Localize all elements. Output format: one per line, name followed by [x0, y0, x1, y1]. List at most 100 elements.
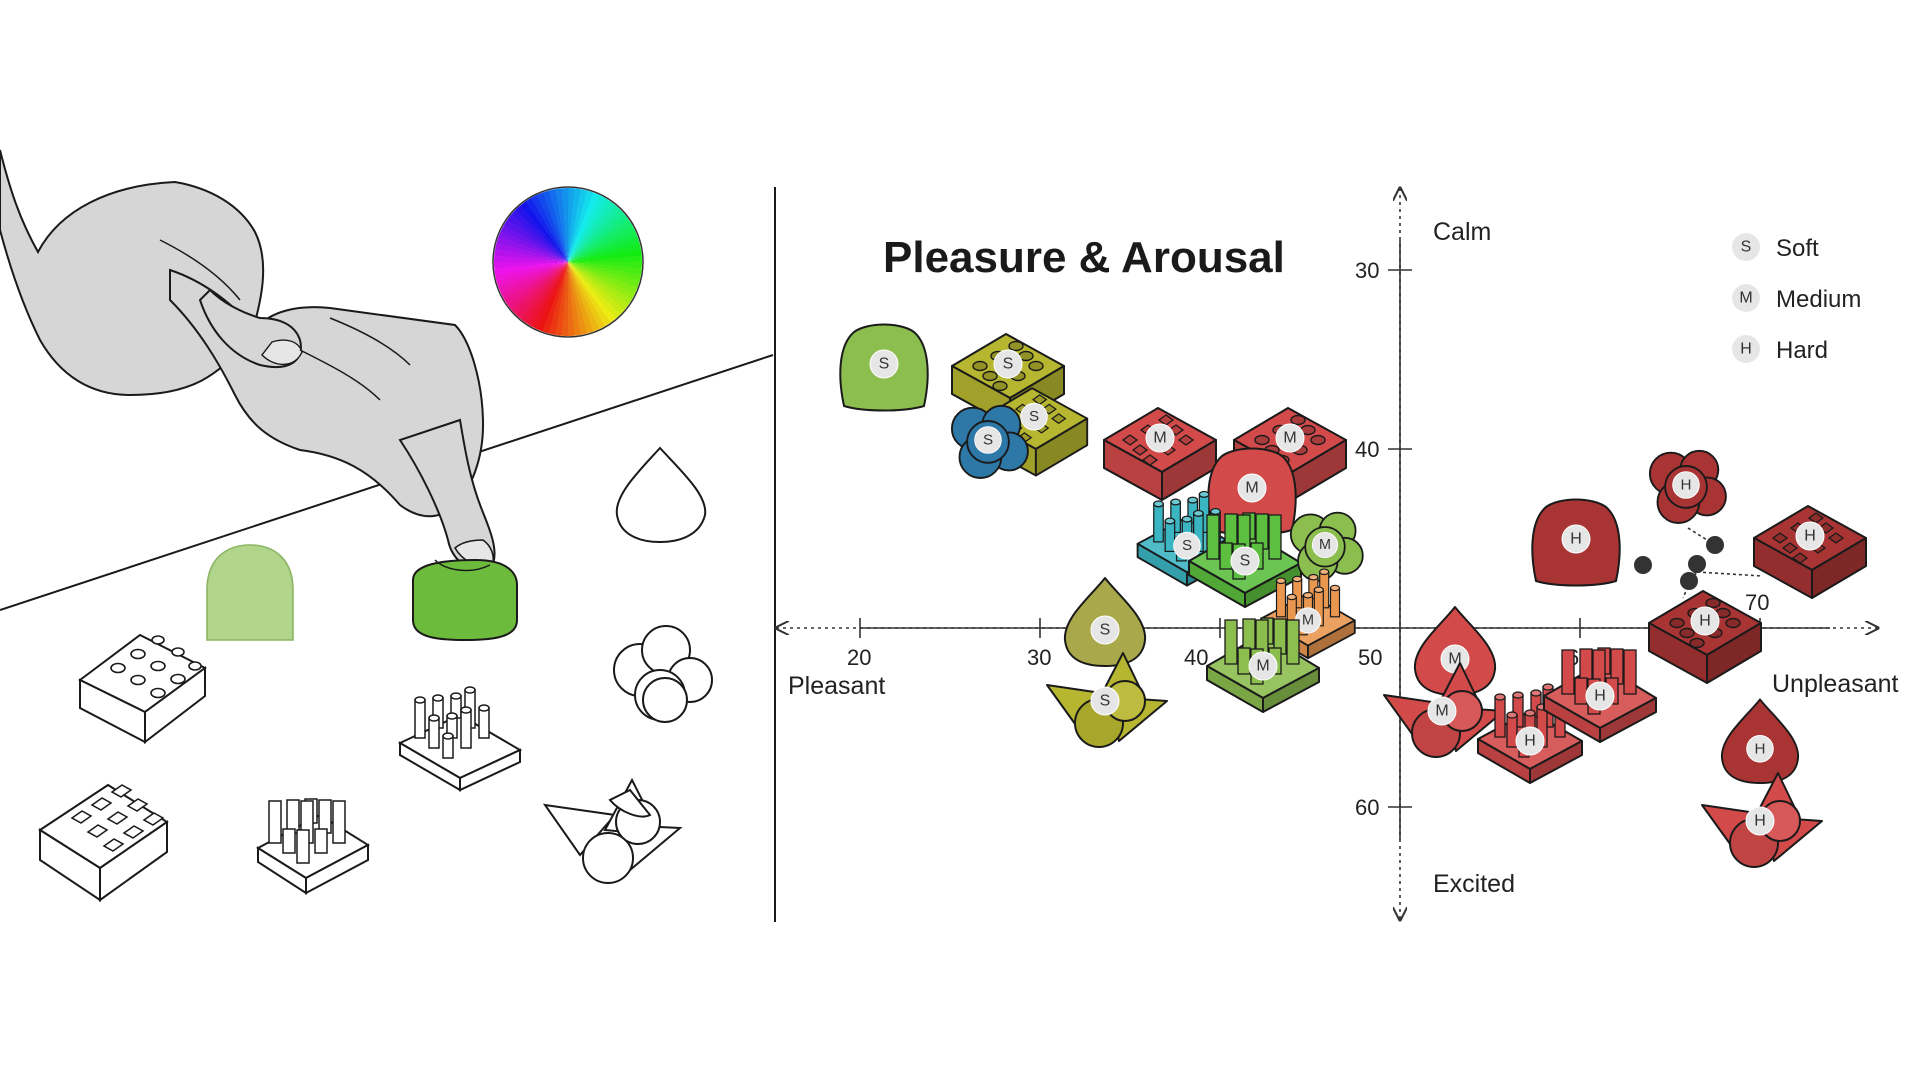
pleasure-arousal-chart: Pleasure & Arousal 20 30 40 50 60 70 30 … — [776, 188, 1899, 920]
sample-marker-block-squares-hard: H — [1753, 505, 1867, 599]
x-tick-label: 50 — [1358, 645, 1382, 670]
hardness-badge: M — [1145, 423, 1175, 453]
hardness-badge: S — [1090, 615, 1120, 645]
svg-text:M: M — [1739, 290, 1752, 307]
sample-marker-spikes-soft: S — [1046, 652, 1168, 748]
hardness-badge: M — [1275, 423, 1305, 453]
hardness-badge-label: S — [879, 356, 890, 373]
connector-dot — [1688, 555, 1706, 573]
y-axis-top-label: Calm — [1433, 218, 1491, 246]
thumbnail — [261, 339, 303, 366]
hardness-badge-label: H — [1524, 733, 1536, 750]
pressed-sample-icon — [412, 558, 518, 642]
hardness-badge-label: M — [1302, 612, 1314, 628]
hardness-badge: M — [1294, 607, 1322, 634]
bumps-outline-icon — [613, 625, 713, 723]
hardness-badge-label: S — [1003, 356, 1014, 373]
hardness-badge-label: M — [1319, 537, 1331, 553]
connector-dot — [1680, 572, 1698, 590]
svg-text:H: H — [1740, 341, 1752, 358]
sample-marker-bars-soft: S — [1188, 512, 1302, 608]
sample-marker-spikes-hard: H — [1701, 772, 1823, 868]
sample-marker-bars-hard: H — [1543, 647, 1657, 743]
hardness-badge: H — [1745, 806, 1775, 836]
svg-text:Hard: Hard — [1776, 337, 1828, 364]
connector-dot — [1706, 536, 1724, 554]
hardness-badge: S — [1173, 531, 1201, 560]
hardness-badge: M — [1237, 473, 1267, 503]
sample-marker-bumps-soft: S — [950, 404, 1029, 479]
x-axis-left-label: Pleasant — [788, 672, 885, 700]
illustration-panel — [0, 149, 774, 902]
hardness-badge: S — [1020, 402, 1048, 431]
hardness-badge-label: S — [983, 432, 993, 449]
color-wheel-icon — [492, 186, 644, 338]
hardness-badge: H — [1795, 521, 1825, 551]
hardness-badge: M — [1427, 696, 1457, 726]
hardness-badge: S — [993, 349, 1023, 379]
hardness-badge-label: M — [1448, 651, 1461, 668]
hardness-badge: H — [1690, 606, 1720, 636]
bars-outline-icon — [256, 798, 370, 895]
hardness-badge-label: M — [1256, 658, 1269, 675]
hardness-badge: S — [1230, 546, 1260, 576]
x-axis-right-label: Unpleasant — [1772, 670, 1899, 698]
hardness-badge: S — [974, 426, 1002, 454]
y-tick-marks — [1388, 269, 1412, 808]
sample-marker-block-squares-medium: M — [1103, 407, 1217, 501]
y-tick-label: 40 — [1355, 437, 1379, 462]
hand-icon — [0, 149, 496, 572]
hardness-badge: H — [1585, 681, 1615, 711]
hardness-badge-label: S — [1240, 553, 1251, 570]
hardness-badge-label: S — [1100, 622, 1111, 639]
hardness-badge: H — [1672, 471, 1700, 499]
hardness-badge-label: H — [1804, 528, 1816, 545]
block-holes-outline-icon — [78, 633, 207, 745]
dome-sample-icon — [206, 544, 294, 641]
y-tick-label: 60 — [1355, 795, 1379, 820]
cluster-connectors — [1634, 527, 1763, 599]
hardness-badge-label: S — [1029, 408, 1039, 425]
x-tick-label: 70 — [1745, 590, 1769, 615]
finger-crease — [159, 239, 411, 401]
hardness-badge: M — [1248, 651, 1278, 681]
pillars-outline-icon — [397, 686, 523, 792]
hardness-badge: M — [1311, 531, 1339, 559]
sample-marker-dome-hard: H — [1531, 498, 1621, 587]
sample-marker-block-holes-hard: H — [1648, 590, 1762, 684]
hardness-badge-label: H — [1570, 531, 1582, 548]
cone-outline-icon — [615, 446, 707, 544]
legend-item-hard: H Hard — [1732, 335, 1828, 364]
hardness-badge: S — [1090, 686, 1120, 716]
hardness-badge: H — [1515, 726, 1545, 756]
hardness-badge-label: S — [1182, 537, 1192, 554]
svg-text:Soft: Soft — [1776, 235, 1819, 262]
hardness-badge: H — [1561, 524, 1591, 554]
hardness-badge-label: M — [1245, 480, 1258, 497]
hardness-badge-label: H — [1681, 477, 1692, 494]
hardness-badge-label: H — [1754, 813, 1766, 830]
hardness-badge-label: M — [1283, 430, 1296, 447]
connector-dot — [1634, 556, 1652, 574]
svg-text:S: S — [1741, 239, 1752, 256]
hardness-badge-label: H — [1699, 613, 1711, 630]
y-axis-bottom-label: Excited — [1433, 870, 1515, 898]
sample-marker-cone-soft: S — [1063, 577, 1147, 667]
y-tick-label: 30 — [1355, 258, 1379, 283]
hardness-badge-label: H — [1594, 688, 1606, 705]
sample-marker-bars-medium: M — [1206, 617, 1320, 713]
legend: S Soft M Medium H Hard — [1732, 233, 1861, 364]
sample-marker-cone-hard: H — [1721, 698, 1799, 784]
x-tick-label: 40 — [1184, 645, 1208, 670]
hardness-badge-label: M — [1435, 703, 1448, 720]
x-tick-label: 20 — [847, 645, 871, 670]
sample-marker-bumps-hard: H — [1648, 449, 1727, 524]
hardness-badge: M — [1440, 644, 1470, 674]
spikes-outline-icon — [542, 777, 683, 884]
hardness-badge-label: S — [1100, 693, 1111, 710]
legend-item-medium: M Medium — [1732, 284, 1861, 313]
sample-marker-dome-soft: S — [839, 323, 929, 412]
legend-item-soft: S Soft — [1732, 233, 1819, 262]
block-squares-outline-icon — [38, 783, 169, 902]
hardness-badge: H — [1746, 735, 1774, 763]
